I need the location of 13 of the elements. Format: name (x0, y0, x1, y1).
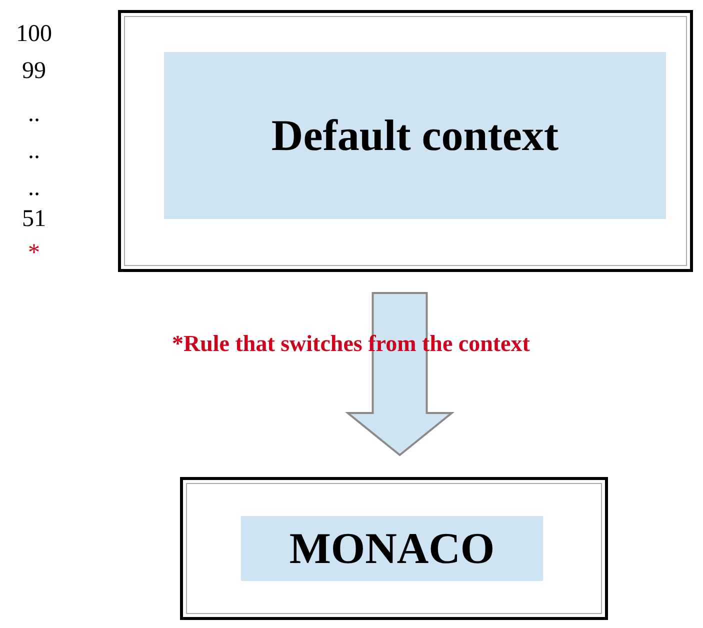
block-arrow (344, 292, 455, 456)
footnote-mark: * (27, 241, 41, 265)
priority-number: .. (27, 176, 41, 200)
priority-number: 51 (21, 207, 47, 231)
priority-number: 99 (21, 59, 47, 83)
context-label: Default context (164, 52, 666, 219)
edge-label: *Rule that switches from the context (172, 331, 530, 357)
priority-number: .. (27, 139, 41, 163)
priority-number: .. (27, 102, 41, 126)
frame-box (180, 477, 608, 620)
priority-number: 100 (15, 22, 53, 46)
context-label: MONACO (241, 516, 543, 581)
frame-box (118, 10, 693, 272)
